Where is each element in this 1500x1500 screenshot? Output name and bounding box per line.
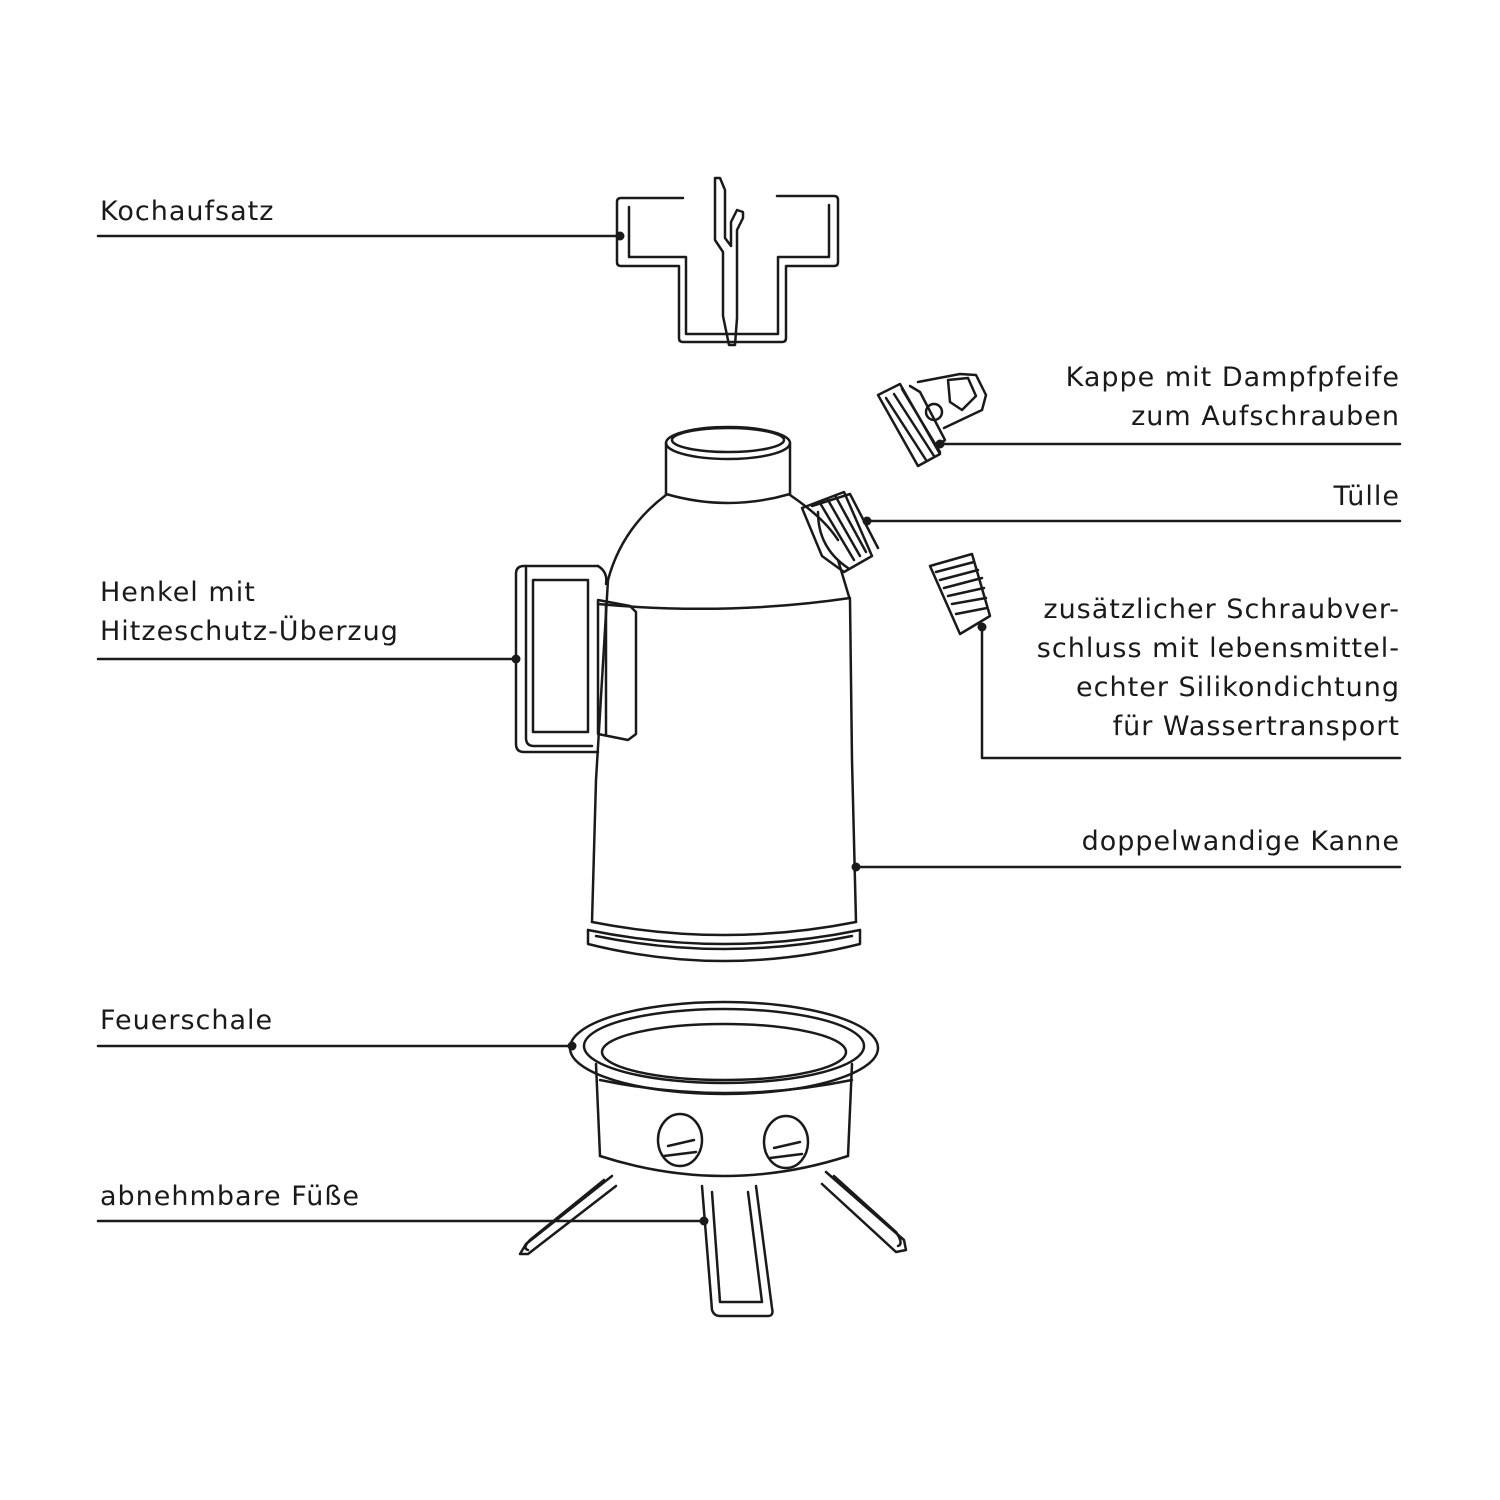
label-fuesse-line: abnehmbare Füße [100,1181,360,1212]
fuesse-illustration [518,1170,908,1318]
label-henkel: Henkel mit Hitzeschutz-Überzug [100,573,399,651]
feuerschale-illustration [568,1000,880,1178]
label-kanne-line: doppelwandige Kanne [1081,826,1400,857]
schraubverschluss-illustration [928,552,992,636]
label-henkel-line-1: Henkel mit [100,577,256,608]
label-kappe: Kappe mit Dampfpfeife zum Aufschrauben [1066,358,1400,436]
label-schraubverschluss-line-1: zusätzlicher Schraubver- [1043,594,1400,625]
anchor-dots [511,231,987,1226]
kochaufsatz-illustration [615,176,840,347]
label-kanne: doppelwandige Kanne [1082,822,1400,861]
label-kochaufsatz: Kochaufsatz [100,192,274,231]
label-feuerschale: Feuerschale [100,1001,273,1040]
leader-lines [96,234,1402,1223]
label-henkel-line-2: Hitzeschutz-Überzug [100,616,399,647]
tuelle-illustration [800,490,880,574]
label-schraubverschluss-line-2: schluss mit lebensmittel- [1036,633,1400,664]
kanne-illustration [586,425,862,963]
label-kappe-line-2: zum Aufschrauben [1131,401,1400,432]
label-schraubverschluss-line-3: echter Silikondichtung [1076,672,1400,703]
label-tuelle: Tülle [1333,477,1400,516]
label-kochaufsatz-line: Kochaufsatz [100,196,275,227]
label-tuelle-line: Tülle [1333,481,1400,512]
label-fuesse: abnehmbare Füße [100,1177,360,1216]
label-feuerschale-line: Feuerschale [100,1005,274,1036]
label-schraubverschluss-line-4: für Wassertransport [1112,711,1400,742]
kappe-illustration [876,372,988,468]
label-kappe-line-1: Kappe mit Dampfpfeife [1065,362,1400,393]
henkel-illustration [514,564,638,754]
label-schraubverschluss: zusätzlicher Schraubver- schluss mit leb… [1037,590,1400,746]
